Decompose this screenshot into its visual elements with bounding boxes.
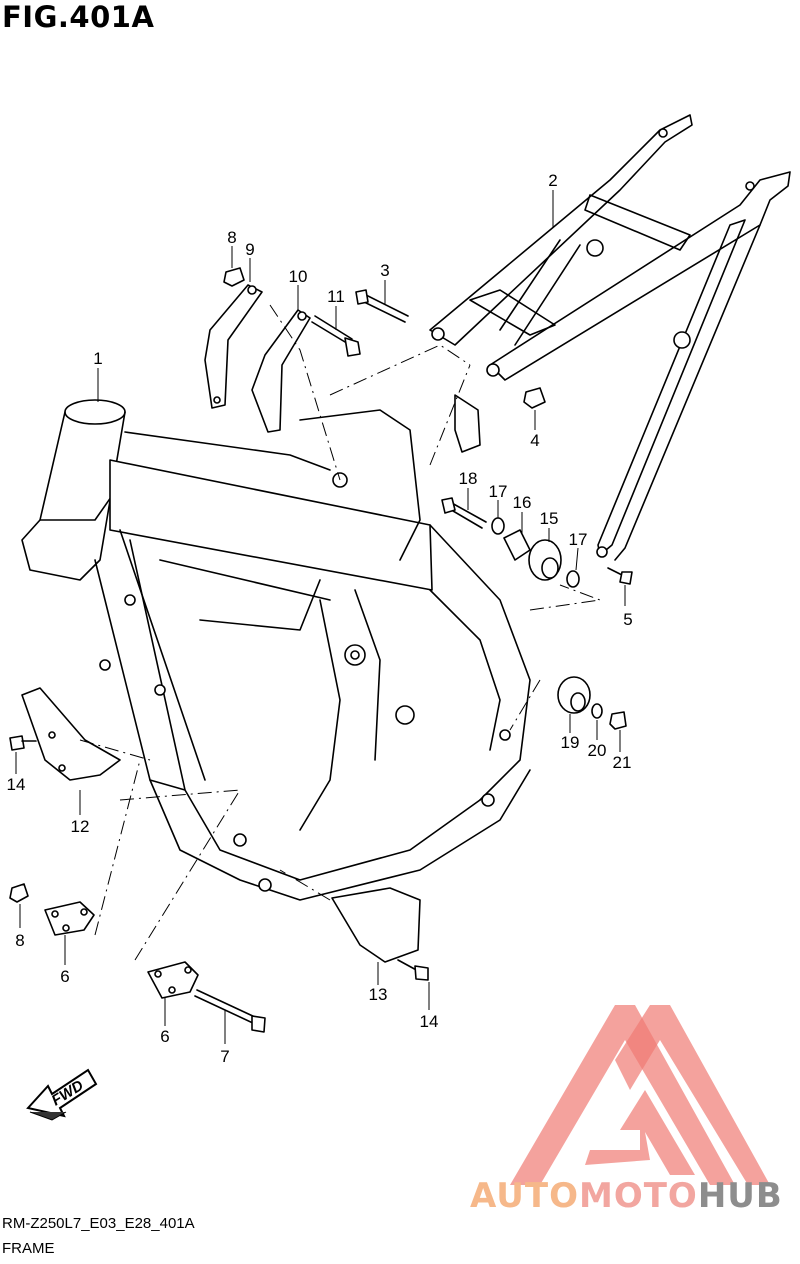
callout-13: 13	[369, 985, 388, 1004]
callout-11: 11	[327, 287, 345, 306]
watermark-hub: HUB	[697, 1176, 783, 1216]
callout-4: 4	[530, 431, 539, 450]
callout-17-right: 17	[569, 530, 588, 549]
guard-12	[21, 687, 121, 781]
callout-3: 3	[380, 261, 389, 280]
callout-2: 2	[548, 171, 557, 190]
callout-8-lower: 8	[15, 931, 24, 950]
watermark-text: AUTOMOTOHUB	[470, 1176, 783, 1216]
bolt-14-right	[397, 959, 429, 981]
callout-8-upper: 8	[227, 228, 236, 247]
nut-4	[523, 387, 546, 409]
watermark-logo	[510, 1005, 770, 1185]
washer-17a	[491, 517, 505, 535]
nut-8-upper	[223, 267, 245, 287]
watermark-auto: AUTO	[470, 1176, 579, 1216]
bolt-11	[311, 315, 361, 357]
callout-16: 16	[513, 493, 532, 512]
callout-20: 20	[588, 741, 607, 760]
callout-17-left: 17	[489, 482, 508, 501]
callout-21: 21	[613, 753, 632, 772]
callout-7: 7	[220, 1047, 229, 1066]
plate-6-lower	[147, 961, 199, 999]
bolt-18	[441, 497, 487, 529]
bushing-15	[528, 539, 562, 581]
collar-16	[503, 529, 531, 561]
plate-6-upper	[44, 901, 95, 936]
callout-14-right: 14	[420, 1012, 439, 1031]
callout-12: 12	[71, 817, 90, 836]
callout-15: 15	[540, 509, 559, 528]
bushing-19	[557, 676, 591, 714]
rear-subframe	[429, 114, 791, 561]
nut-8-lower	[9, 883, 29, 903]
bolt-7	[194, 989, 266, 1033]
main-frame	[21, 399, 531, 901]
figure-code: RM-Z250L7_E03_E28_401A	[2, 1215, 195, 1232]
callout-10: 10	[289, 267, 308, 286]
leader-lines	[15, 190, 626, 1044]
fwd-arrow: FWD	[26, 1068, 98, 1121]
bracket-10	[251, 309, 311, 433]
callout-labels: 1 2 3 4 5 6 6 7 8 8 9 10 11 12 13 14 14 …	[7, 171, 633, 1066]
nut-21	[609, 711, 627, 730]
callout-6-lower: 6	[160, 1027, 169, 1046]
callout-19: 19	[561, 733, 580, 752]
washer-17b	[566, 570, 580, 588]
bolt-14-left	[9, 735, 37, 751]
callout-9: 9	[245, 240, 254, 259]
washer-20	[591, 703, 603, 719]
callout-6-upper: 6	[60, 967, 69, 986]
figure-title: FIG.401A	[2, 0, 155, 34]
callout-18: 18	[459, 469, 478, 488]
bolt-5	[607, 567, 633, 585]
assembly-lines	[79, 304, 601, 961]
guard-13	[331, 887, 421, 963]
callout-1: 1	[93, 349, 102, 368]
figure-name: FRAME	[2, 1240, 55, 1257]
callout-5: 5	[623, 610, 632, 629]
callout-14-left: 14	[7, 775, 26, 794]
bolt-3	[355, 289, 409, 323]
watermark-moto: MOTO	[578, 1176, 698, 1216]
bracket-9	[204, 284, 263, 409]
